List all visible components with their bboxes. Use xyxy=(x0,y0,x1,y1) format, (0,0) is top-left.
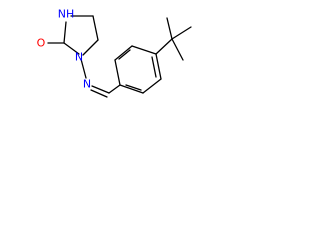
ring-inner-bond-2 xyxy=(151,56,157,78)
bond-tbu-me2 xyxy=(171,26,192,40)
ring-bond-1 xyxy=(119,84,144,94)
ring-bond-6 xyxy=(114,59,121,86)
bond-n1-n2 xyxy=(80,58,87,79)
atom-label-imine-nitrogen: N xyxy=(83,78,91,91)
bond-n1-c2 xyxy=(63,42,80,55)
bond-n2-ch-a xyxy=(91,85,110,94)
structure-canvas: NH O N N xyxy=(0,0,213,118)
bond-tbu-me1 xyxy=(166,17,173,40)
bond-tbu-me3 xyxy=(171,38,184,61)
atom-label-ring-nitrogen: N xyxy=(75,51,83,64)
ring-inner-bond-3 xyxy=(118,49,131,60)
bond-c4-c5 xyxy=(92,15,99,41)
bond-ring-tbu xyxy=(155,38,173,55)
molecule-drawing: NH O N N xyxy=(37,8,192,98)
ring-bond-2 xyxy=(142,78,162,94)
bond-ch-ring xyxy=(108,84,121,94)
bond-c2-nh xyxy=(63,21,67,44)
ring-bond-5 xyxy=(114,45,133,61)
ring-bond-3 xyxy=(155,53,162,80)
ring-bond-4 xyxy=(131,45,157,55)
bond-n2-ch-b xyxy=(90,89,108,98)
atom-label-nh: NH xyxy=(58,8,75,21)
ring-inner-bond-1 xyxy=(125,84,142,91)
bond-c5-n1 xyxy=(82,39,99,56)
atom-label-oxygen: O xyxy=(37,37,46,50)
